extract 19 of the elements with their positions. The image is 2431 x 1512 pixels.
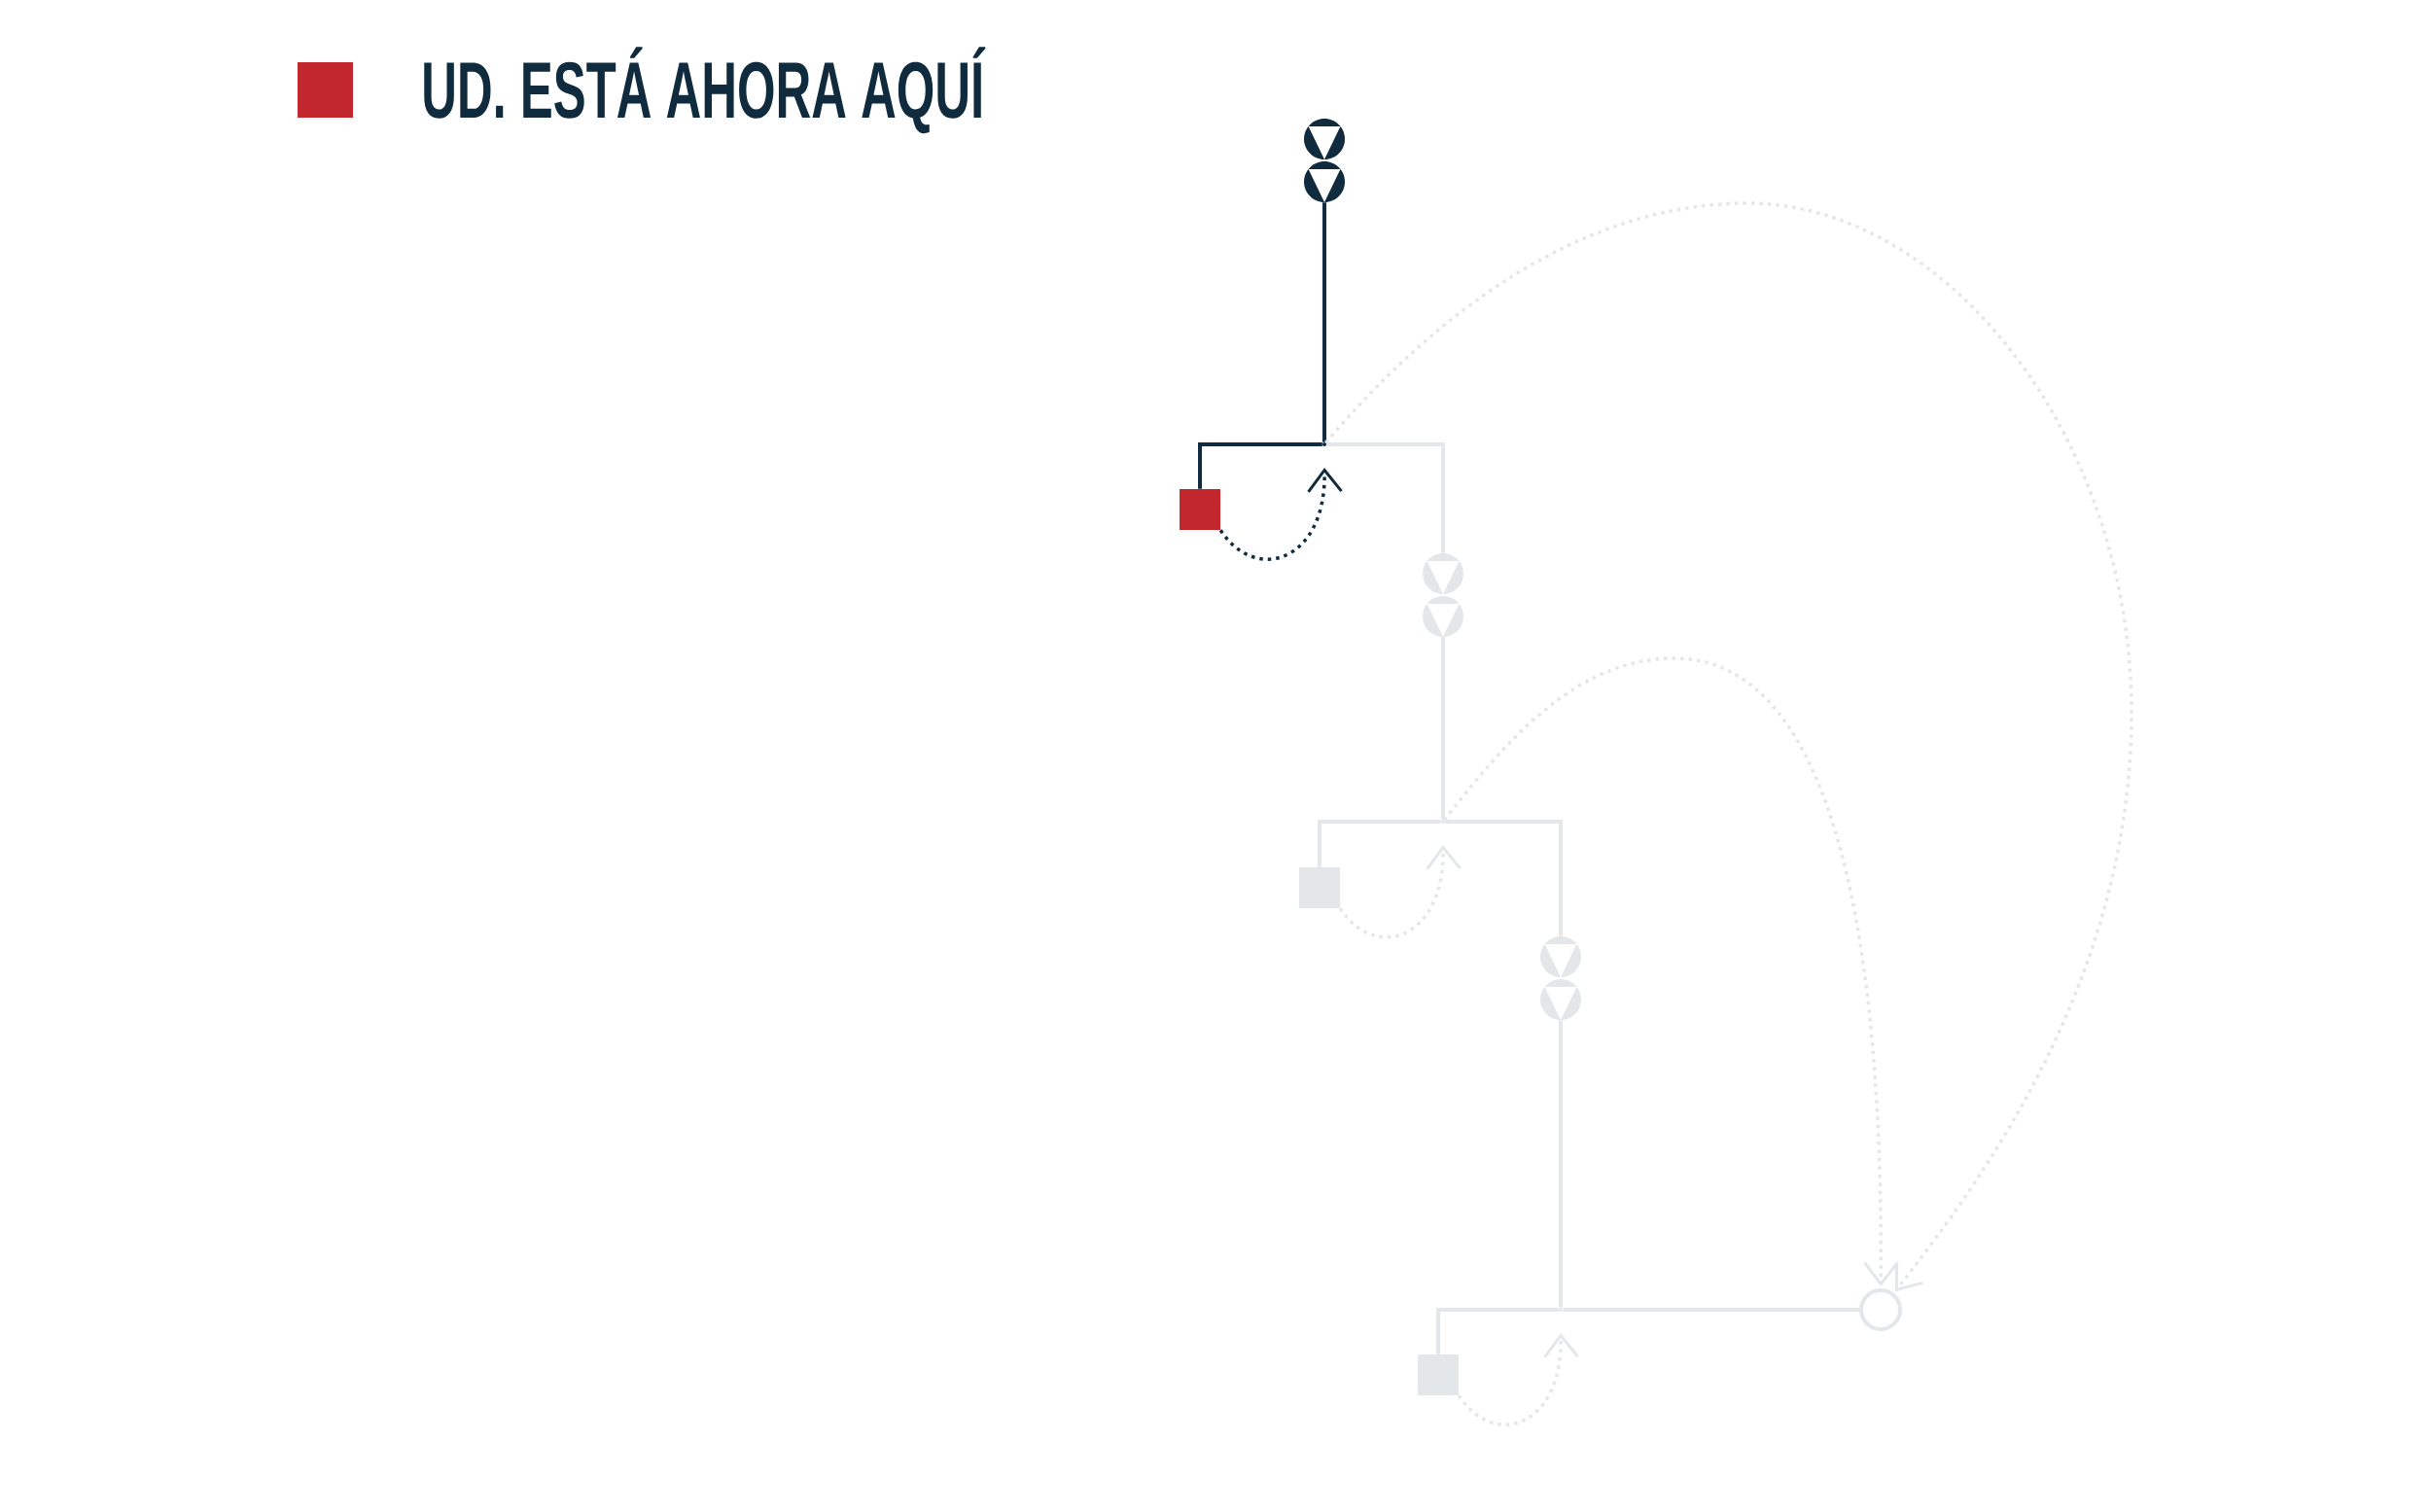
pump-symbol (1423, 553, 1463, 637)
pipe-line (1436, 1308, 1559, 1354)
pipe-line (1322, 202, 1326, 442)
dotted-arrow (1443, 656, 1899, 1286)
legend-label: UD. ESTÁ AHORA AQUÍ (424, 47, 986, 134)
square-marker (1299, 867, 1340, 908)
pump-symbol (1540, 936, 1581, 1020)
dotted-arrow (1457, 1333, 1579, 1426)
pipe-line (1326, 442, 1445, 553)
dotted-arrow (1324, 201, 2133, 1292)
pump-symbol (1304, 119, 1345, 202)
dotted-arrow (1338, 845, 1462, 939)
dotted-arrow (1218, 468, 1343, 561)
pipe-line (1445, 820, 1563, 936)
circle-symbol (1859, 1288, 1902, 1331)
square-marker (1418, 1354, 1459, 1395)
pipe-line (1318, 820, 1441, 867)
pipe-line (1198, 442, 1322, 489)
square-marker (1180, 489, 1220, 530)
